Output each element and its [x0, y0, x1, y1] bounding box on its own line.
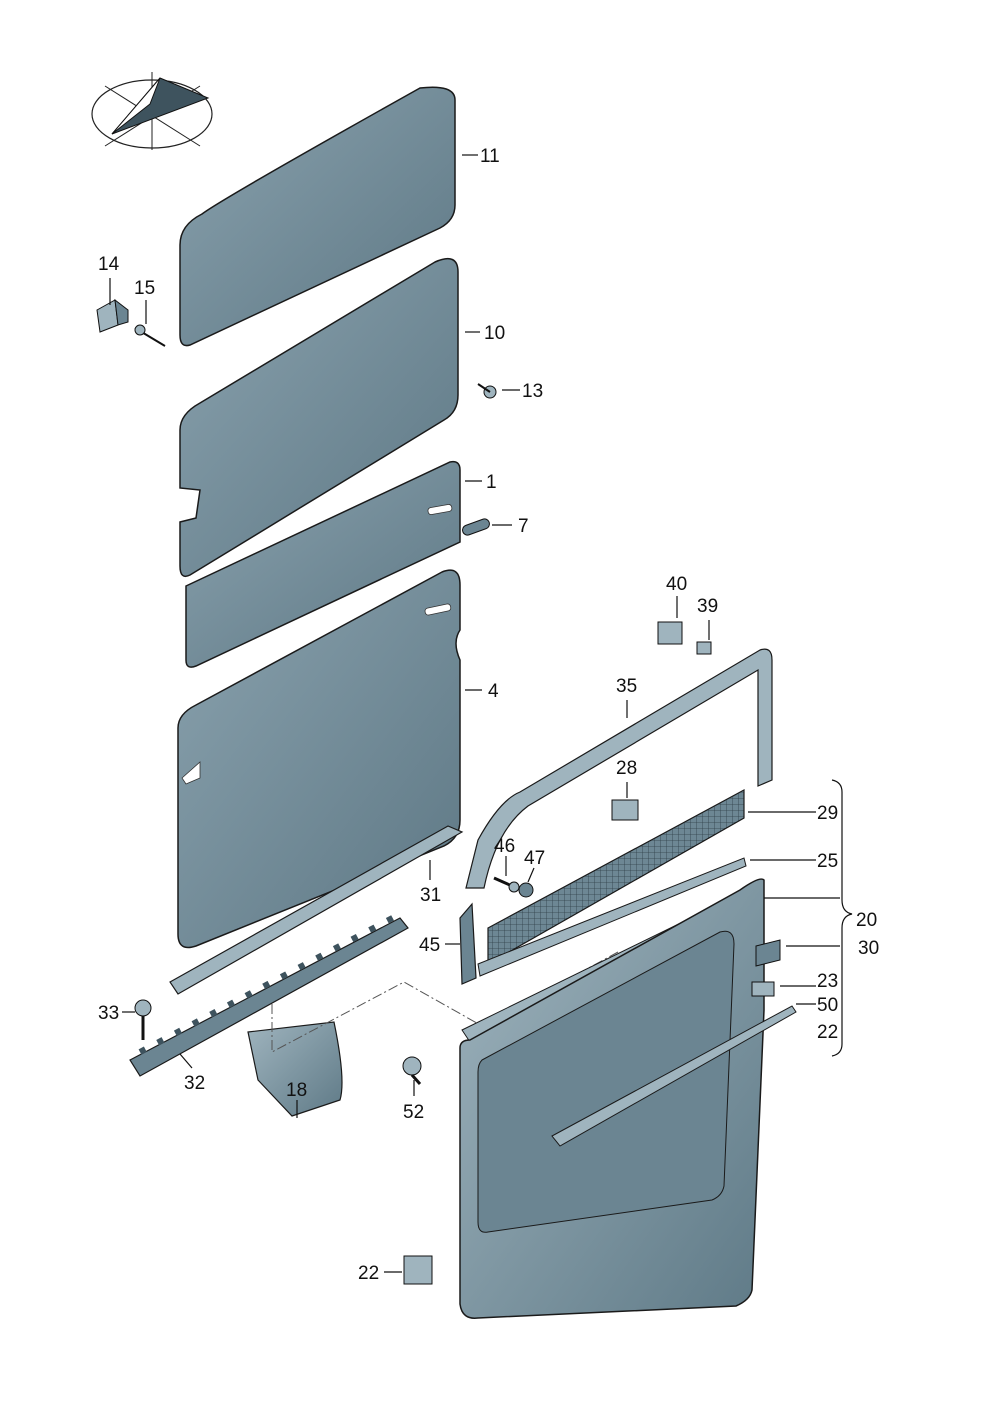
strip-31 [169, 825, 464, 995]
callout-29: 29 [817, 803, 838, 824]
cover-18 [247, 1021, 343, 1117]
clip-52-icon [402, 1056, 422, 1085]
panel-10 [179, 257, 459, 578]
clip-28-icon [611, 799, 639, 821]
callout-32: 32 [184, 1073, 205, 1094]
callout-28: 28 [616, 758, 637, 779]
screw-15-icon [134, 324, 166, 347]
callout-40: 40 [666, 574, 687, 595]
frame-35 [465, 648, 773, 889]
clip-23-icon [751, 981, 775, 997]
clip-22-bottom-icon [403, 1255, 433, 1285]
callout-47: 47 [524, 848, 545, 869]
callout-1: 1 [486, 472, 497, 493]
orientation-compass-icon [91, 72, 213, 150]
callout-30: 30 [858, 938, 879, 959]
callout-7: 7 [518, 516, 529, 537]
cover-7-icon [462, 518, 490, 536]
callout-23: 23 [817, 971, 838, 992]
callout-14: 14 [98, 254, 120, 275]
callout-13: 13 [522, 381, 543, 402]
cover-30-icon [755, 939, 781, 967]
strip-25 [477, 857, 747, 977]
callout-25: 25 [817, 851, 838, 872]
bracket-14-icon [96, 298, 129, 333]
net-29 [487, 788, 745, 966]
callout-labels: 11 14 15 10 13 1 7 4 40 39 35 28 29 25 2… [98, 146, 879, 1284]
callout-15: 15 [134, 278, 155, 299]
callout-52: 52 [403, 1102, 424, 1123]
screw-33-icon [134, 999, 152, 1040]
door-trim-20 [459, 878, 797, 1319]
callout-22-right: 22 [817, 1022, 838, 1043]
callout-10: 10 [484, 323, 505, 344]
group-bracket [831, 779, 853, 1057]
callout-18: 18 [286, 1080, 307, 1101]
callout-33: 33 [98, 1003, 119, 1024]
clip-13-icon [477, 383, 497, 399]
rail-45 [459, 902, 477, 985]
callout-20: 20 [856, 910, 877, 931]
callout-11: 11 [480, 146, 500, 167]
rail-32 [129, 912, 409, 1077]
panel-11 [179, 86, 456, 347]
callout-31: 31 [420, 885, 441, 906]
callout-50: 50 [817, 995, 838, 1016]
callout-46: 46 [494, 836, 515, 857]
callout-39: 39 [697, 596, 718, 617]
callout-4: 4 [488, 681, 499, 702]
callout-22-bottom: 22 [358, 1263, 379, 1284]
panel-1 [185, 460, 461, 668]
callout-35: 35 [616, 676, 637, 697]
cap-47-icon [518, 882, 534, 898]
clip-39-icon [696, 641, 712, 655]
callout-45: 45 [419, 935, 440, 956]
screw-46-icon [493, 876, 520, 893]
leader-lines [109, 154, 840, 1273]
clip-40-icon [657, 621, 683, 645]
